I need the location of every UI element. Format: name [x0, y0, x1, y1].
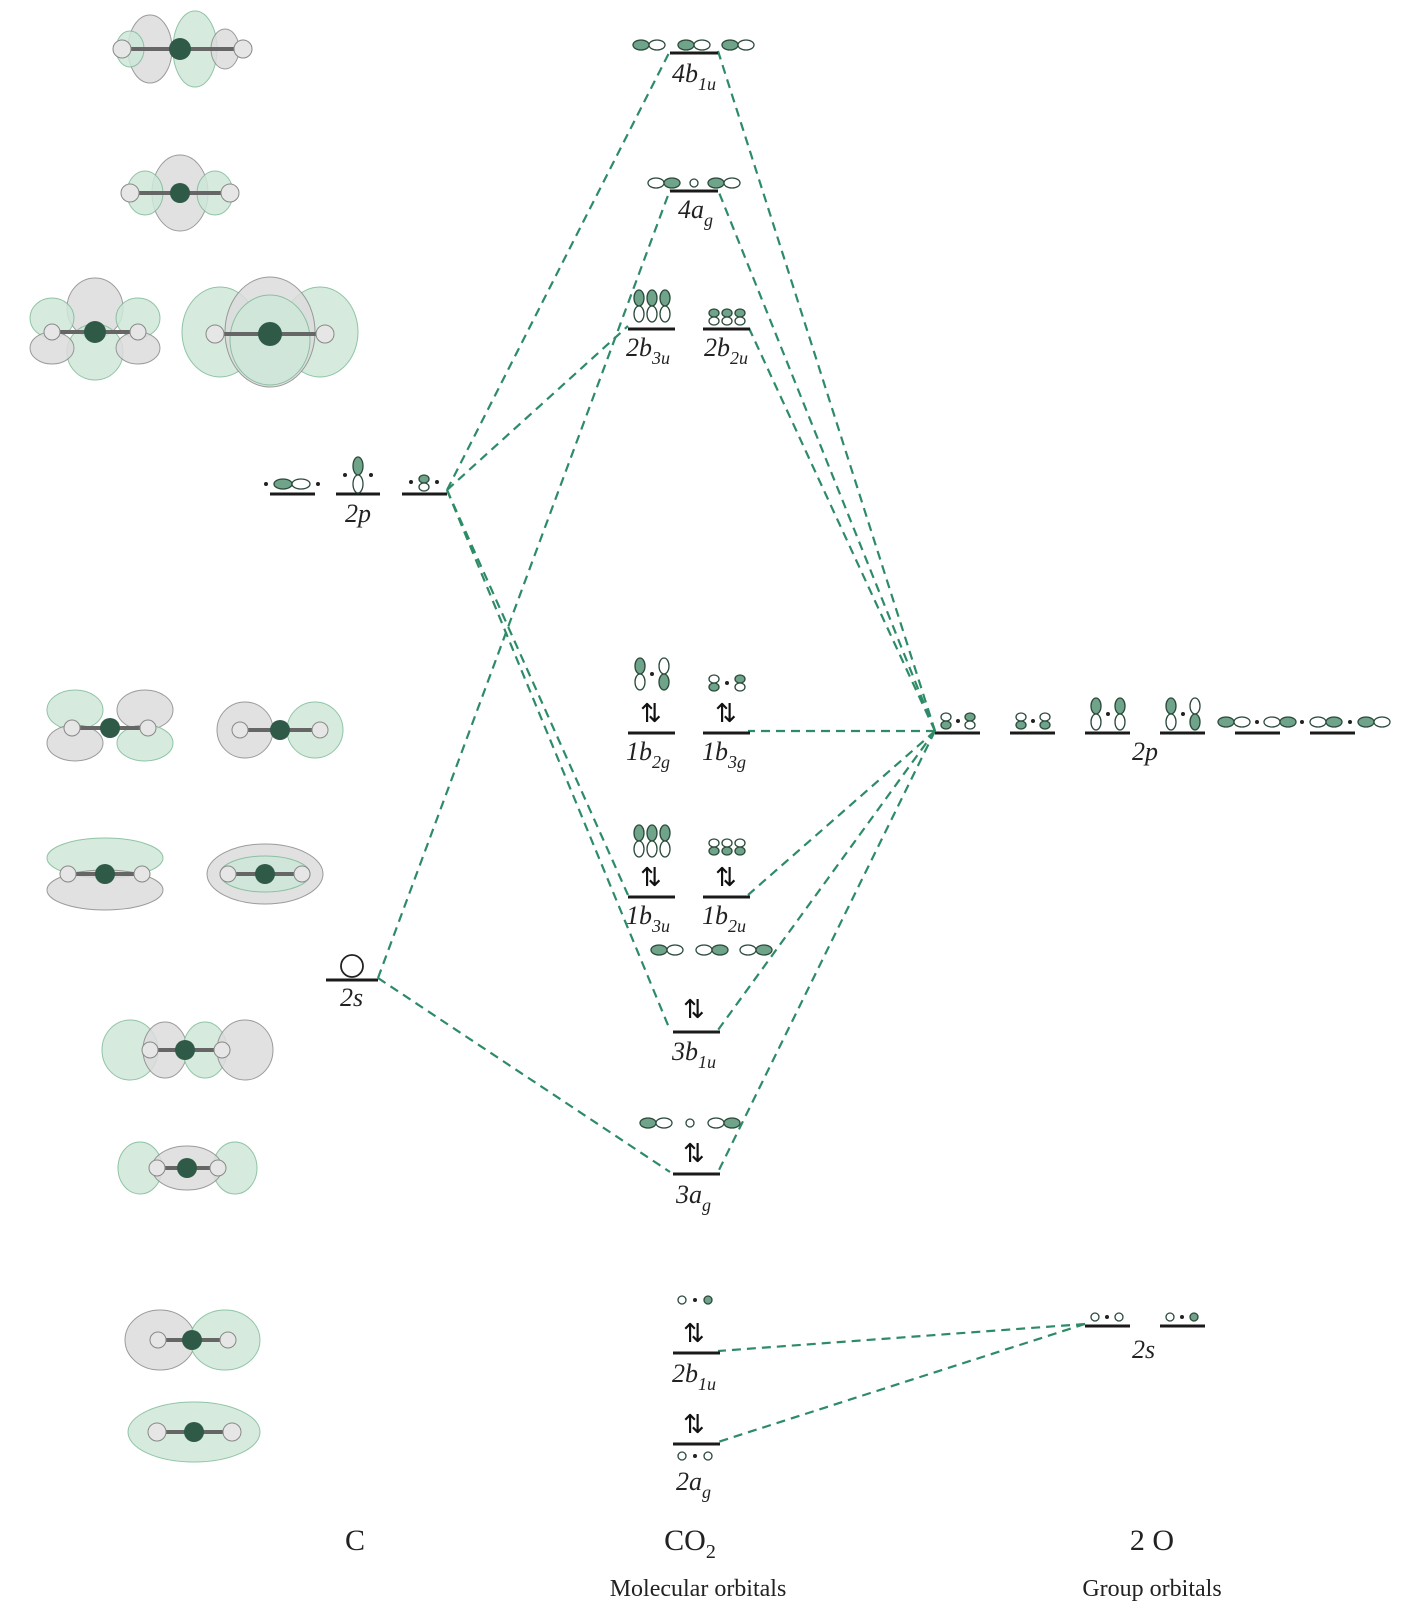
mo-sub-4b1u: 1u: [698, 74, 716, 94]
correlation-lines: [376, 50, 1086, 1444]
orbital-render-3ag: [117, 1141, 258, 1195]
oxygen-2p-levels: 2p: [935, 697, 1391, 766]
mo-sub-2b3u: 3u: [651, 348, 670, 368]
orbital-render-2b3u: [29, 277, 161, 381]
mo-level-2ag: ⇅ 2ag: [673, 1410, 720, 1502]
mo-level-1b2u: ⇅ 1b2u: [702, 838, 750, 936]
mo-label-2b3u: 2b: [626, 333, 652, 362]
mo-label-3b1u: 3b: [671, 1037, 698, 1066]
column-caption-molecular-orbitals: Molecular orbitals: [610, 1576, 787, 1602]
carbon-2s-label: 2s: [340, 983, 363, 1012]
orbital-render-3b1u: [101, 1019, 274, 1081]
mo-label-2b1u: 2b: [672, 1359, 698, 1388]
mo-level-2b2u: 2b2u: [703, 308, 750, 368]
orbital-render-1b3u: [46, 837, 164, 911]
mo-sub-1b2g: 2g: [652, 752, 670, 772]
electron-pair-2b1u: ⇅: [683, 1319, 705, 1349]
mo-level-1b2g: ⇅ 1b2g: [626, 657, 675, 772]
carbon-2p-levels: 2p: [264, 456, 447, 528]
mo-sub-3b1u: 1u: [698, 1052, 716, 1072]
carbon-2p-label: 2p: [345, 499, 371, 528]
mo-label-1b2u: 1b: [702, 901, 728, 930]
mo-label-4ag: 4a: [678, 195, 704, 224]
mo-sub-1b3g: 3g: [727, 752, 746, 772]
column-title-carbon: C: [345, 1524, 365, 1557]
orbital-render-2b1u: [124, 1309, 261, 1371]
mo-sub-1b2u: 2u: [728, 916, 746, 936]
mo-level-2b1u: ⇅ 2b1u: [672, 1295, 720, 1394]
mo-sub-3ag: g: [702, 1195, 711, 1215]
svg-text:1b2u: 1b2u: [702, 901, 746, 936]
electron-pair-3ag: ⇅: [683, 1139, 705, 1169]
electron-pair-1b3u: ⇅: [640, 863, 662, 893]
mo-label-1b3u: 1b: [626, 901, 652, 930]
mo-sub-2ag: g: [702, 1482, 711, 1502]
column-title-oxygen: 2 O: [1130, 1524, 1174, 1557]
mo-label-2b2u: 2b: [704, 333, 730, 362]
svg-text:1b3g: 1b3g: [702, 737, 746, 772]
svg-text:3b1u: 3b1u: [671, 1037, 716, 1072]
mo-level-1b3g: ⇅ 1b3g: [702, 674, 750, 772]
mo-level-3b1u: ⇅ 3b1u: [650, 944, 773, 1072]
svg-text:2b1u: 2b1u: [672, 1359, 716, 1394]
svg-text:4ag: 4ag: [678, 195, 713, 230]
orbital-render-4ag: [120, 154, 240, 232]
column-title-co2-main: CO: [664, 1524, 706, 1557]
mo-level-4ag: 4ag: [647, 177, 741, 230]
orbital-render-1b3g: [216, 701, 344, 759]
mo-label-1b2g: 1b: [626, 737, 652, 766]
mo-sub-2b1u: 1u: [698, 1374, 716, 1394]
electron-pair-2ag: ⇅: [683, 1410, 705, 1440]
mo-label-2ag: 2a: [676, 1467, 702, 1496]
orbital-render-2ag: [127, 1401, 261, 1463]
mo-sub-4ag: g: [704, 210, 713, 230]
mo-level-4b1u: 4b1u: [632, 39, 755, 94]
column-title-co2-sub: 2: [706, 1541, 716, 1563]
mo-label-3ag: 3a: [675, 1180, 702, 1209]
svg-text:3ag: 3ag: [675, 1180, 711, 1215]
svg-text:2ag: 2ag: [676, 1467, 711, 1502]
orbital-render-4b1u: [112, 10, 253, 88]
electron-pair-1b3g: ⇅: [715, 699, 737, 729]
svg-text:1b3u: 1b3u: [626, 901, 670, 936]
mo-level-3ag: ⇅ 3ag: [639, 1117, 741, 1215]
mo-label-4b1u: 4b: [672, 59, 698, 88]
column-caption-group-orbitals: Group orbitals: [1082, 1576, 1221, 1602]
svg-text:1b2g: 1b2g: [626, 737, 670, 772]
orbital-render-1b2g: [46, 689, 174, 762]
svg-text:2b2u: 2b2u: [704, 333, 748, 368]
mo-label-1b3g: 1b: [702, 737, 728, 766]
svg-text:4b1u: 4b1u: [672, 59, 716, 94]
electron-pair-1b2u: ⇅: [715, 863, 737, 893]
oxygen-2p-label: 2p: [1132, 737, 1158, 766]
mo-level-1b3u: ⇅ 1b3u: [626, 824, 675, 936]
svg-text:2b3u: 2b3u: [626, 333, 670, 368]
oxygen-2s-label: 2s: [1132, 1335, 1155, 1364]
column-title-co2: CO2: [664, 1524, 716, 1563]
orbital-render-1b2u: [206, 843, 324, 905]
electron-pair-3b1u: ⇅: [683, 995, 705, 1025]
oxygen-2s-levels: 2s: [1085, 1312, 1205, 1364]
mo-sub-1b3u: 3u: [651, 916, 670, 936]
orbital-render-2b2u: [181, 276, 359, 388]
carbon-2s-level: 2s: [326, 954, 378, 1012]
mo-level-2b3u: 2b3u: [626, 289, 675, 368]
electron-pair-1b2g: ⇅: [640, 699, 662, 729]
mo-sub-2b2u: 2u: [730, 348, 748, 368]
